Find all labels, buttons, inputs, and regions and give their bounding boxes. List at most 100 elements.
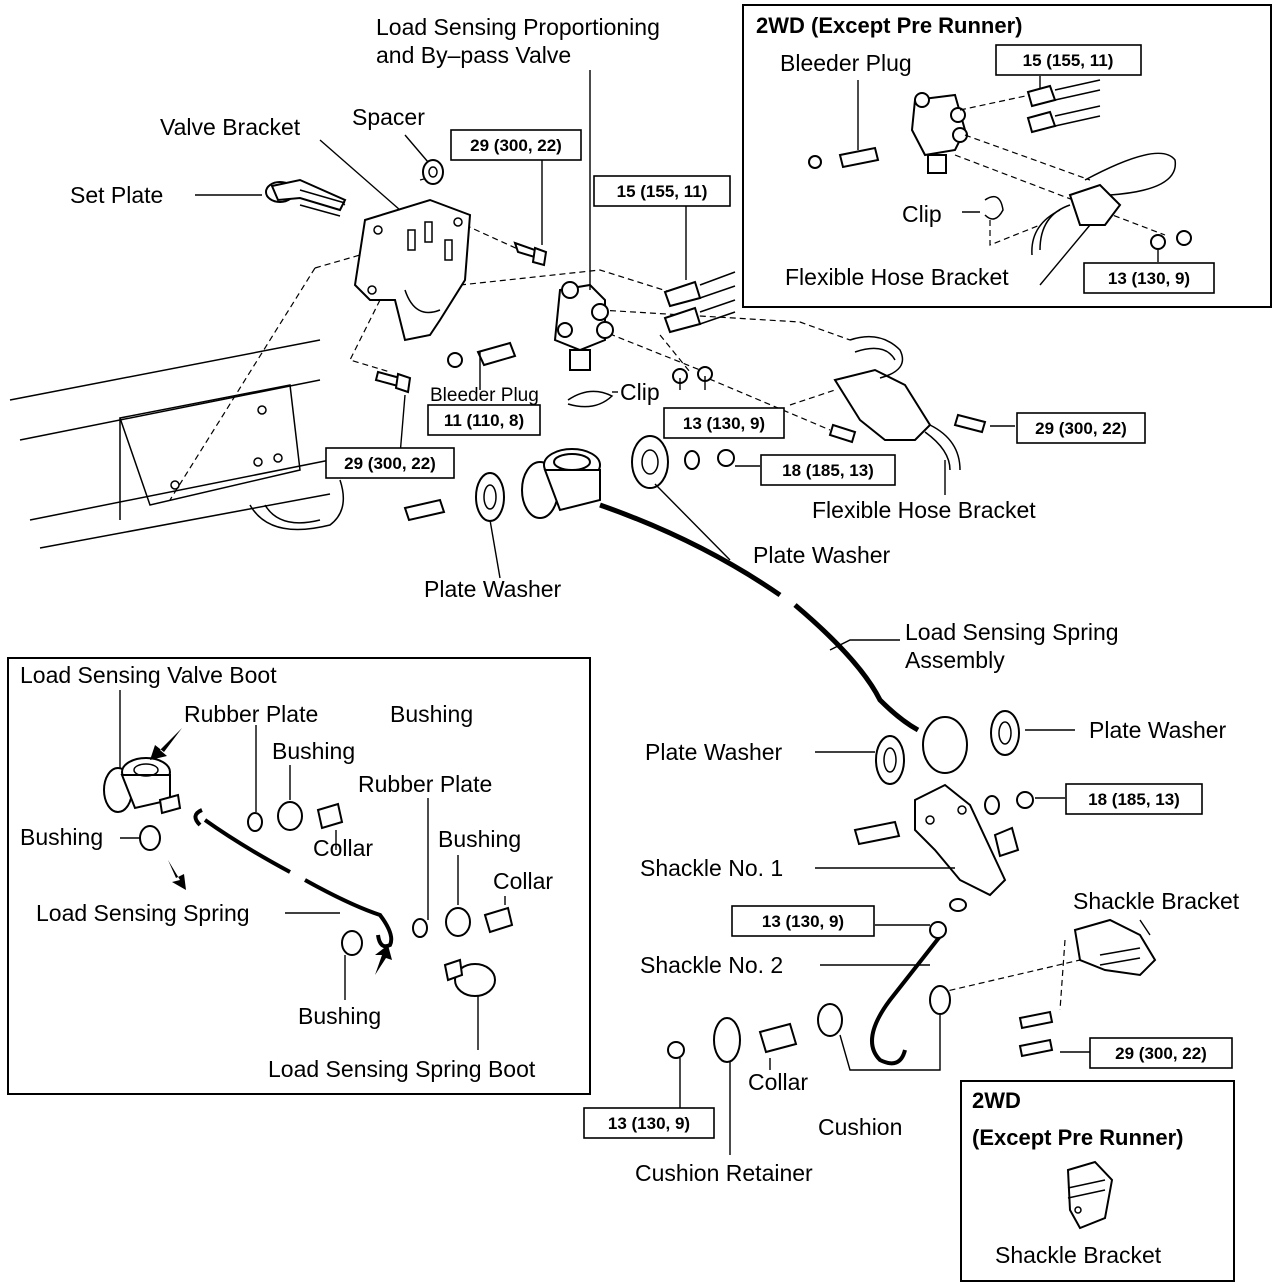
clip-main-part bbox=[567, 390, 614, 408]
torque-box-valve-bolt: 29 (300, 22) bbox=[450, 129, 582, 161]
label-shackle-no1: Shackle No. 1 bbox=[640, 855, 783, 881]
bleeder-plug-main bbox=[447, 341, 517, 368]
collar-part bbox=[758, 1022, 798, 1054]
load-sensing-spring-part bbox=[599, 502, 920, 733]
washer-shackle bbox=[984, 795, 1000, 815]
shackle-collar bbox=[993, 826, 1020, 858]
inset-boots-bushing-3: Bushing bbox=[438, 826, 521, 852]
shackle-bracket-bolt-1 bbox=[1018, 1010, 1054, 1030]
label-lsp-valve-1: Load Sensing Proportioning bbox=[376, 14, 660, 40]
cushion-part-2 bbox=[929, 985, 951, 1015]
torque-box-bleeder: 11 (110, 8) bbox=[427, 404, 541, 436]
inset-2wd-bottom-title-2: (Except Pre Runner) bbox=[972, 1125, 1184, 1150]
plate-washer-4-part bbox=[990, 710, 1020, 756]
svg-text:13 (130, 9): 13 (130, 9) bbox=[762, 912, 844, 931]
inset-boots-spring: Load Sensing Spring bbox=[36, 900, 250, 926]
label-set-plate: Set Plate bbox=[70, 182, 163, 208]
set-plate bbox=[265, 178, 347, 217]
svg-text:11 (110, 8): 11 (110, 8) bbox=[444, 411, 524, 430]
label-cushion-retainer: Cushion Retainer bbox=[635, 1160, 813, 1186]
inset-2wd-top-bleeder-label: Bleeder Plug bbox=[780, 50, 912, 76]
inset-2wd-top-torque-nuts: 13 (130, 9) bbox=[1108, 269, 1190, 288]
spacer-part bbox=[422, 159, 444, 185]
washer-small-main bbox=[684, 450, 700, 470]
svg-text:15 (155, 11): 15 (155, 11) bbox=[617, 182, 708, 201]
label-clip-main: Clip bbox=[620, 379, 660, 405]
spring-boot-part bbox=[922, 716, 968, 774]
inset-2wd-top: 2WD (Except Pre Runner) Bleeder Plug 15 … bbox=[742, 4, 1272, 308]
svg-text:18 (185, 13): 18 (185, 13) bbox=[1088, 790, 1180, 809]
label-cushion: Cushion bbox=[818, 1114, 902, 1140]
inset-2wd-top-torque-lines: 15 (155, 11) bbox=[1023, 51, 1114, 70]
hose-bracket-bolt-2 bbox=[953, 413, 987, 434]
inset-boots-bushing-top: Bushing bbox=[390, 701, 473, 727]
torque-box-hose-bracket-bolt: 29 (300, 22) bbox=[1016, 412, 1146, 444]
label-lsp-valve-2: and By–pass Valve bbox=[376, 42, 571, 68]
shackle-no1-part bbox=[914, 783, 1007, 897]
svg-text:29 (300, 22): 29 (300, 22) bbox=[1115, 1044, 1207, 1063]
label-plate-washer-2: Plate Washer bbox=[753, 542, 891, 568]
brake-line-fittings bbox=[663, 271, 736, 334]
torque-box-shackle-nut: 18 (185, 13) bbox=[1065, 783, 1203, 815]
valve-bracket-bolt bbox=[513, 241, 548, 267]
inset-boots-collar-1: Collar bbox=[313, 835, 373, 861]
label-collar: Collar bbox=[748, 1069, 808, 1095]
torque-box-lines-main: 15 (155, 11) bbox=[593, 175, 731, 207]
label-bleeder-plug-main: Bleeder Plug bbox=[430, 385, 539, 406]
inset-boots-rubber-plate-1: Rubber Plate bbox=[184, 701, 318, 727]
hose-bracket-bolt-1 bbox=[828, 423, 857, 444]
shackle-bracket-bolt-2 bbox=[1018, 1038, 1054, 1058]
inset-boots: Load Sensing Valve Boot Rubber Plate Bus… bbox=[7, 657, 591, 1095]
inset-2wd-bottom: 2WD (Except Pre Runner) Shackle Bracket bbox=[960, 1080, 1235, 1282]
inset-boots-bushing-2: Bushing bbox=[272, 738, 355, 764]
shackle-bolt bbox=[853, 820, 901, 846]
vehicle-frame-rail bbox=[9, 339, 345, 549]
inset-2wd-bottom-title-1: 2WD bbox=[972, 1088, 1021, 1113]
plate-washer-1-part bbox=[475, 472, 505, 522]
svg-text:13 (130, 9): 13 (130, 9) bbox=[608, 1114, 690, 1133]
torque-box-hose-nuts: 13 (130, 9) bbox=[663, 407, 785, 439]
svg-text:29 (300, 22): 29 (300, 22) bbox=[1035, 419, 1127, 438]
inset-boots-bushing-left: Bushing bbox=[20, 824, 103, 850]
inset-2wd-bottom-shackle-bracket: Shackle Bracket bbox=[995, 1242, 1162, 1268]
plate-washer-2-part bbox=[631, 435, 669, 489]
valve-boot-bolt bbox=[403, 498, 446, 522]
inset-boots-rubber-plate-2: Rubber Plate bbox=[358, 771, 492, 797]
assembly-guides bbox=[169, 174, 1081, 1011]
label-valve-bracket: Valve Bracket bbox=[160, 114, 301, 140]
torque-box-washer-nut: 18 (185, 13) bbox=[760, 454, 896, 486]
nut-shackle bbox=[1016, 791, 1034, 809]
frame-bolt bbox=[374, 370, 412, 394]
svg-text:18 (185, 13): 18 (185, 13) bbox=[782, 461, 874, 480]
svg-text:13 (130, 9): 13 (130, 9) bbox=[683, 414, 765, 433]
inset-boots-bushing-bottom: Bushing bbox=[298, 1003, 381, 1029]
svg-text:29 (300, 22): 29 (300, 22) bbox=[470, 136, 562, 155]
lspv-valve bbox=[553, 281, 614, 371]
inset-2wd-top-clip-label: Clip bbox=[902, 201, 942, 227]
inset-boots-spring-boot: Load Sensing Spring Boot bbox=[268, 1056, 536, 1082]
nut-main-washer bbox=[717, 449, 735, 467]
label-spacer: Spacer bbox=[352, 104, 425, 130]
label-plate-washer-1: Plate Washer bbox=[424, 576, 562, 602]
torque-box-bracket-lower: 29 (300, 22) bbox=[325, 447, 455, 479]
svg-text:29 (300, 22): 29 (300, 22) bbox=[344, 454, 436, 473]
label-plate-washer-3: Plate Washer bbox=[645, 739, 783, 765]
inset-2wd-top-title: 2WD (Except Pre Runner) bbox=[756, 13, 1023, 38]
inset-2wd-top-hose-bracket-label: Flexible Hose Bracket bbox=[785, 264, 1009, 290]
inset-boots-valve-boot: Load Sensing Valve Boot bbox=[20, 662, 277, 688]
label-spring-assembly-1: Load Sensing Spring bbox=[905, 619, 1119, 645]
label-spring-assembly-2: Assembly bbox=[905, 647, 1005, 673]
flexible-hose-bracket-part bbox=[833, 335, 961, 471]
label-shackle-bracket: Shackle Bracket bbox=[1073, 888, 1240, 914]
valve-bracket bbox=[353, 198, 472, 342]
cushion-retainer-part bbox=[713, 1017, 741, 1063]
shackle-no2-part bbox=[870, 898, 967, 1066]
inset-boots-collar-2: Collar bbox=[493, 868, 553, 894]
torque-box-shackle2-nut: 13 (130, 9) bbox=[731, 905, 875, 937]
torque-box-shackle-bracket-bolt: 29 (300, 22) bbox=[1089, 1037, 1233, 1069]
label-flexible-hose-bracket-main: Flexible Hose Bracket bbox=[812, 497, 1036, 523]
plate-washer-3-part bbox=[875, 735, 905, 785]
cushion-nut bbox=[667, 1041, 685, 1059]
label-shackle-no2: Shackle No. 2 bbox=[640, 952, 783, 978]
